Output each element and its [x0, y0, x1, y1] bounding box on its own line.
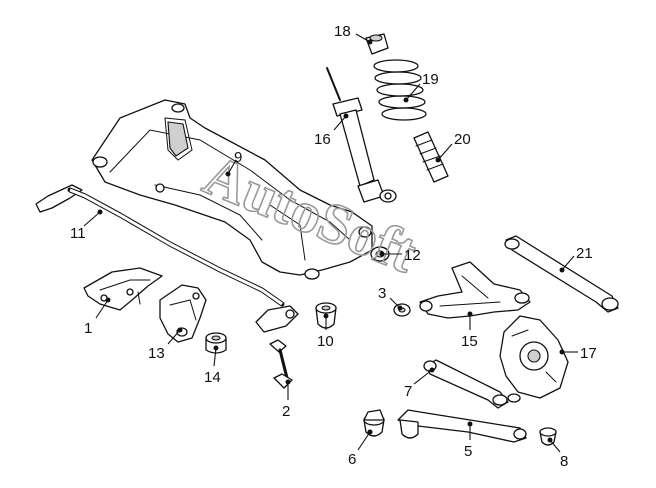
- callout-1: 1: [84, 297, 111, 337]
- callout-2: 2: [282, 379, 291, 420]
- callout-number: 19: [422, 71, 439, 88]
- callout-number: 5: [464, 443, 472, 460]
- callout-number: 18: [334, 23, 351, 40]
- callout-number: 16: [314, 131, 331, 148]
- callout-number: 12: [404, 247, 421, 264]
- part-shock-absorber: [326, 67, 397, 203]
- callout-15: 15: [461, 311, 478, 350]
- callout-16: 16: [314, 113, 349, 148]
- part-link-5: [397, 409, 527, 443]
- part-mount-6: [363, 409, 385, 437]
- callout-13: 13: [148, 327, 183, 362]
- callout-number: 13: [148, 345, 165, 362]
- callout-number: 20: [454, 131, 471, 148]
- part-bushing-3: [393, 303, 411, 317]
- part-bushing-8: [539, 427, 557, 446]
- callout-number: 15: [461, 333, 478, 350]
- part-hub-carrier: [499, 315, 569, 403]
- part-stabilizer-bar: [35, 184, 299, 333]
- part-coil-spring: [373, 59, 427, 121]
- part-bracket-1: [83, 267, 163, 311]
- callout-20: 20: [435, 131, 471, 163]
- callout-number: 3: [378, 285, 386, 302]
- part-link-21: [504, 235, 619, 313]
- part-control-arm: [419, 261, 531, 319]
- callout-14: 14: [204, 345, 221, 386]
- callout-number: 21: [576, 245, 593, 262]
- callout-number: 1: [84, 320, 92, 337]
- callout-11: 11: [70, 209, 103, 242]
- callout-number: 17: [580, 345, 597, 362]
- callout-number: 7: [404, 383, 412, 400]
- callout-21: 21: [559, 245, 593, 273]
- callout-7: 7: [404, 367, 435, 400]
- callout-3: 3: [378, 285, 403, 311]
- callout-18: 18: [334, 23, 373, 45]
- part-subframe: [91, 99, 373, 280]
- callout-19: 19: [403, 71, 439, 103]
- callout-12: 12: [379, 247, 421, 264]
- part-dust-boot: [413, 131, 449, 183]
- callout-6: 6: [348, 429, 373, 468]
- callout-5: 5: [464, 421, 473, 460]
- part-bump-stop: [365, 33, 389, 55]
- callout-10: 10: [317, 313, 334, 350]
- callout-17: 17: [559, 345, 597, 362]
- callout-8: 8: [547, 437, 568, 470]
- callout-number: 6: [348, 451, 356, 468]
- callout-9: 9: [225, 149, 242, 177]
- callout-number: 9: [234, 149, 242, 166]
- part-mount-13: [159, 284, 207, 343]
- callout-number: 8: [560, 453, 568, 470]
- callouts: 1 2 3 5 6 7 8: [70, 23, 597, 470]
- callout-number: 10: [317, 333, 334, 350]
- callout-number: 2: [282, 403, 290, 420]
- callout-number: 11: [70, 225, 86, 242]
- callout-number: 14: [204, 369, 221, 386]
- part-link-7: [423, 359, 509, 409]
